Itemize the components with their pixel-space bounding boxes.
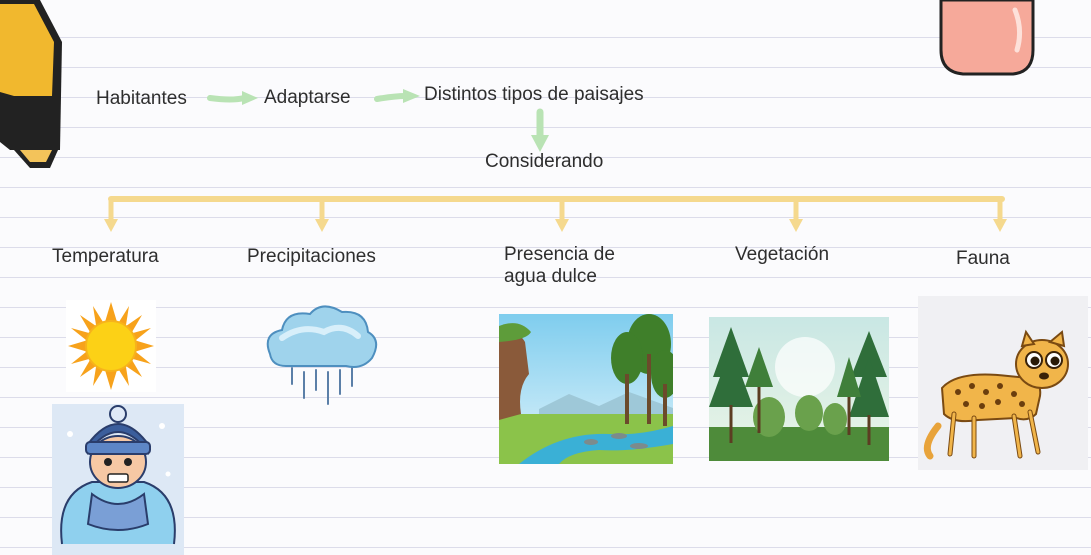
river-landscape-icon <box>499 314 673 464</box>
forest-icon <box>709 317 889 461</box>
factor-label-agua-dulce: Presencia de agua dulce <box>504 244 615 287</box>
flow-arrow-2 <box>374 89 420 103</box>
branch-connector <box>104 196 1007 232</box>
cold-person-icon <box>52 404 184 555</box>
flow-step-habitantes: Habitantes <box>96 88 187 109</box>
highlighter-marker-icon <box>0 0 62 168</box>
flow-step-considerando: Considerando <box>485 151 604 172</box>
rain-cloud-icon <box>266 305 378 405</box>
flow-arrow-1 <box>207 91 258 105</box>
factor-label-temperatura: Temperatura <box>52 246 159 267</box>
cheetah-icon <box>918 296 1088 470</box>
flow-arrow-down <box>531 108 549 152</box>
flow-step-paisajes: Distintos tipos de paisajes <box>424 84 644 105</box>
factor-label-fauna: Fauna <box>956 248 1010 269</box>
sun-icon <box>66 300 156 392</box>
flow-step-adaptarse: Adaptarse <box>264 87 351 108</box>
factor-label-vegetacion: Vegetación <box>735 244 830 265</box>
factor-label-precipitaciones: Precipitaciones <box>247 246 376 267</box>
eraser-icon <box>939 0 1035 76</box>
